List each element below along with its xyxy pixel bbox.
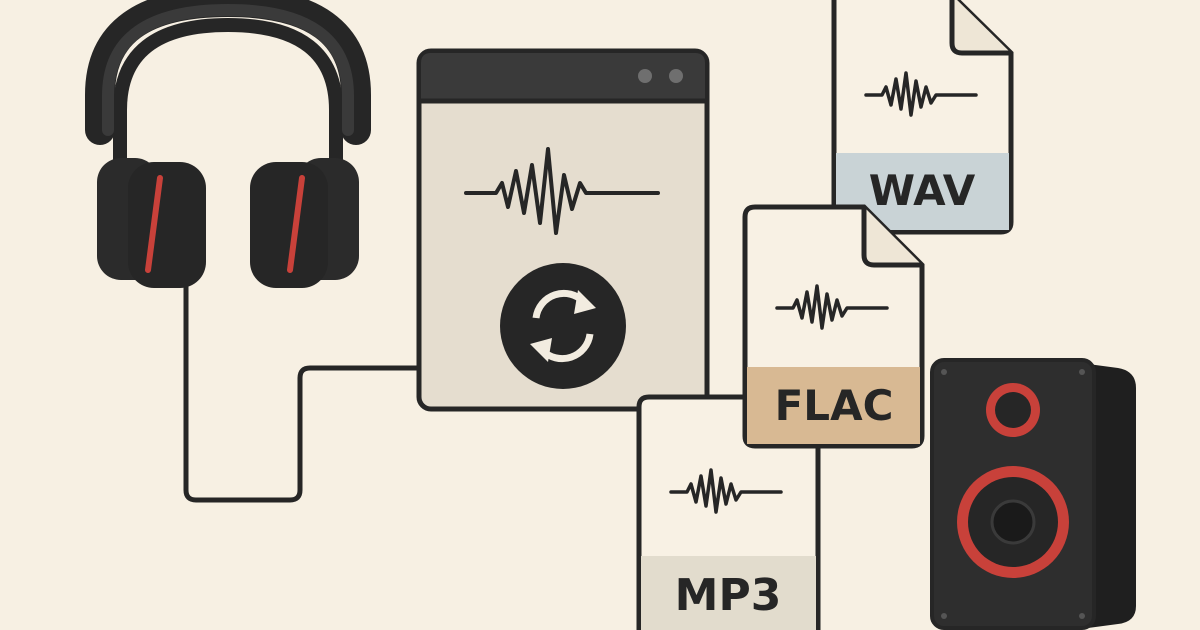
right-ear-cup	[250, 158, 359, 288]
window-dot-icon	[638, 69, 652, 83]
screw-icon	[941, 613, 947, 619]
speaker-icon	[930, 358, 1136, 630]
converter-window	[416, 48, 710, 412]
screw-icon	[1079, 369, 1085, 375]
screw-icon	[1079, 613, 1085, 619]
screw-icon	[941, 369, 947, 375]
window-dot-icon	[669, 69, 683, 83]
convert-sync-icon[interactable]	[500, 263, 626, 389]
flac-file-icon: FLAC	[742, 204, 925, 449]
mp3-label: MP3	[675, 570, 782, 621]
tweeter	[986, 383, 1040, 437]
mp3-label-band	[641, 556, 816, 630]
mp3-file-icon: MP3	[636, 394, 821, 630]
woofer	[957, 466, 1069, 578]
audio-cable	[183, 282, 423, 503]
headphones-icon	[85, 0, 371, 288]
wav-file-icon: WAV	[831, 0, 1014, 235]
flac-label-band	[747, 367, 920, 444]
flac-label: FLAC	[775, 381, 894, 430]
left-ear-cup	[97, 158, 206, 288]
wav-label: WAV	[869, 166, 976, 215]
